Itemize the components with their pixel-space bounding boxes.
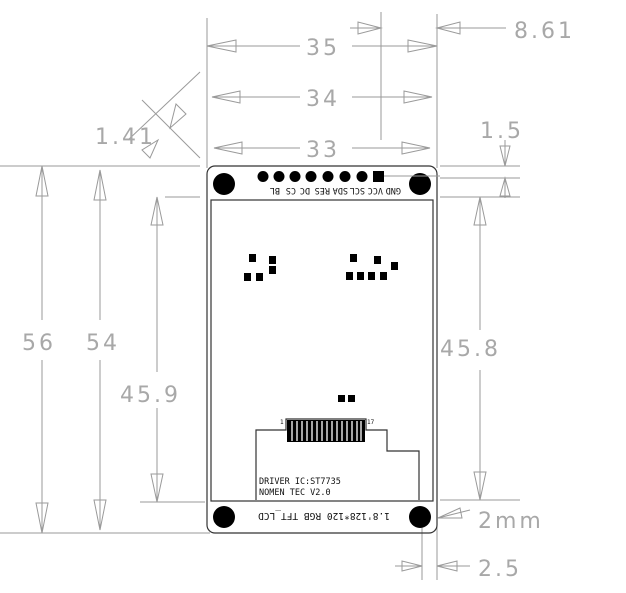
mount-hole-bottom-right (409, 506, 431, 528)
pin-label-sda: SDA (333, 185, 348, 195)
mounting-holes (213, 173, 431, 528)
dim-1-5-label: 1.5 (480, 119, 524, 144)
display-area (210, 199, 434, 502)
pin-labels: GND VCC SCL SDA RES DC CS BL (270, 185, 401, 195)
pin-label-vcc: VCC (368, 185, 383, 195)
pin-label-scl: SCL (350, 185, 365, 195)
extension-lines (0, 12, 520, 580)
dim-2mm-label: 2mm (478, 509, 544, 534)
dim-8-61: 8.61 (350, 19, 575, 44)
dim-45-8: 45.8 (440, 196, 501, 501)
dim-2mm: 2mm (437, 507, 544, 534)
component-cluster-left (244, 254, 276, 281)
fpc-contacts (287, 420, 365, 442)
dim-45-8-label: 45.8 (440, 337, 501, 362)
header-pins (257, 171, 384, 182)
dim-56-label: 56 (22, 331, 56, 356)
pin-label-dc: DC (300, 185, 310, 195)
header-pin-square (373, 171, 384, 182)
dim-8-61-label: 8.61 (514, 19, 575, 44)
dim-33: 33 (213, 138, 431, 163)
bottom-title-group: 1.8'128*120 RGB TFT_LCD (258, 510, 390, 521)
dim-34-label: 34 (306, 87, 340, 112)
pcb-board (206, 165, 438, 534)
mount-hole-bottom-left (213, 506, 235, 528)
header-pin-round (257, 171, 269, 182)
header-pin-round (322, 171, 334, 182)
fpc-outline (255, 418, 420, 500)
header-pin-round (356, 171, 368, 182)
dim-56: 56 (22, 165, 56, 534)
driver-note: DRIVER IC:ST7735 (259, 477, 341, 487)
header-pin-round (339, 171, 351, 182)
dim-54: 54 (86, 169, 120, 531)
mount-hole-top-right (409, 173, 431, 195)
dim-2-5: 2.5 (395, 557, 522, 582)
component-pads-middle (338, 395, 355, 402)
dim-54-label: 54 (86, 331, 120, 356)
fpc-connector: 1 17 (255, 418, 420, 500)
header-pin-round (289, 171, 301, 182)
pin-label-cs: CS (286, 185, 296, 195)
fpc-pin-start-label: 1 (280, 419, 284, 426)
dim-45-9: 45.9 (120, 196, 181, 503)
fpc-pin-end-label: 17 (367, 419, 375, 426)
header-pin-round (273, 171, 285, 182)
dim-1-41-label: 1.41 (95, 125, 156, 150)
component-cluster-right (346, 254, 398, 280)
module-title: 1.8'128*120 RGB TFT_LCD (258, 510, 390, 521)
dim-1-41: 1.41 (95, 71, 201, 159)
pin-label-gnd: GND (386, 185, 401, 195)
dim-35-label: 35 (306, 36, 340, 61)
dim-1-5: 1.5 (480, 119, 524, 198)
pin-label-bl: BL (270, 185, 280, 195)
dim-35: 35 (206, 36, 438, 61)
dim-2-5-label: 2.5 (478, 557, 522, 582)
fpc-contact-gaps (291, 421, 362, 441)
dim-33-label: 33 (306, 138, 340, 163)
maker-note: NOMEN TEC V2.0 (259, 488, 331, 498)
mount-hole-top-left (213, 173, 235, 195)
pin-label-res: RES (315, 185, 330, 195)
board-outline (206, 165, 438, 534)
header-pin-round (305, 171, 317, 182)
dim-34: 34 (211, 87, 433, 112)
dim-45-9-label: 45.9 (120, 383, 181, 408)
